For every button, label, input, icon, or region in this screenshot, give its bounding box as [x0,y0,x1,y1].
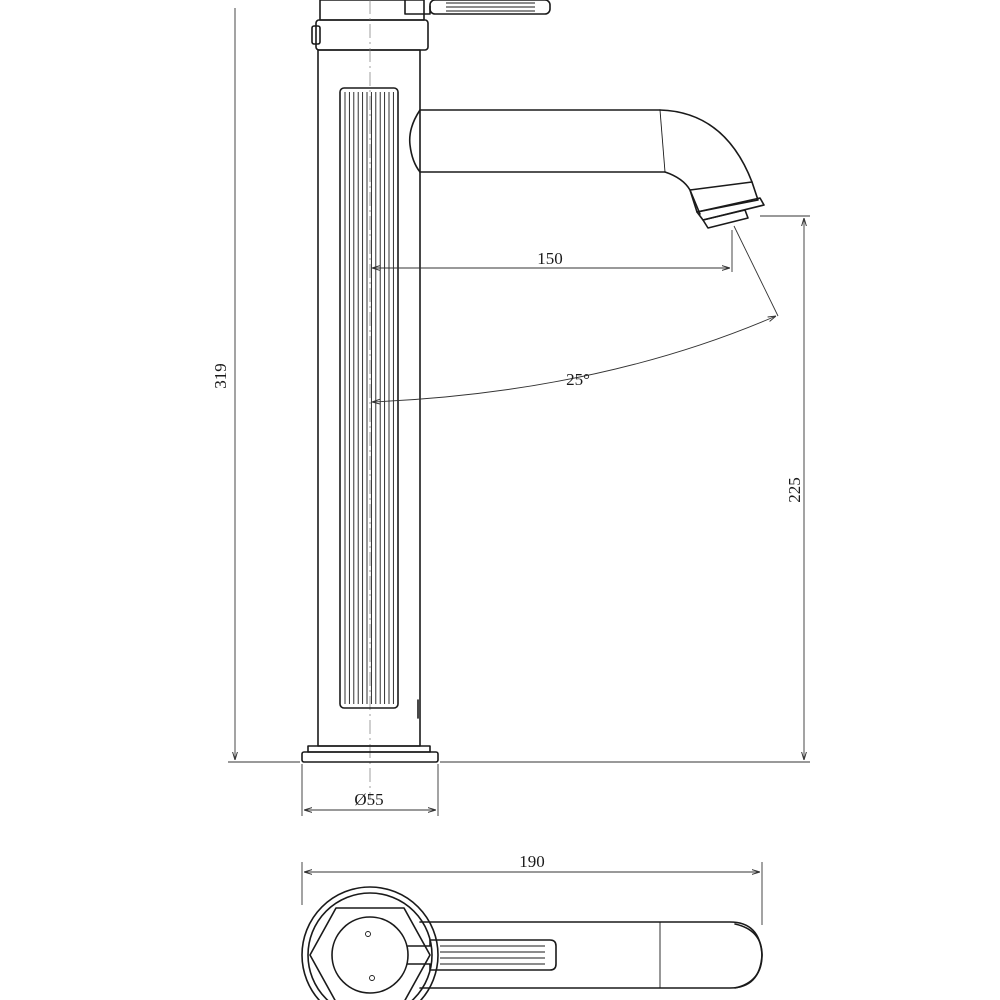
hex-nut [309,907,431,1000]
plan-view [301,886,763,1000]
front-elevation [301,0,765,800]
handle-top [311,0,551,51]
dim-spout-reach-label: 150 [537,249,563,268]
dim-spout-angle-label: 25° [566,370,590,389]
dim-25-arc [372,316,776,402]
dim-spout-height-label: 225 [785,477,804,503]
dim-plan-length-label: 190 [519,852,545,871]
spout [408,109,765,229]
spout-plan [419,921,763,989]
base-plate [301,886,439,1000]
dim-base-diameter-label: Ø55 [354,790,383,809]
handle-cap [331,916,409,994]
dimensions: 319 150 25° 225 Ø55 190 [211,8,810,925]
column-body [317,0,421,800]
lever-handle [407,939,557,971]
aerator-collar [689,181,759,213]
dim-overall-height-label: 319 [211,363,230,389]
column-base [301,745,439,763]
flutes [344,92,394,704]
